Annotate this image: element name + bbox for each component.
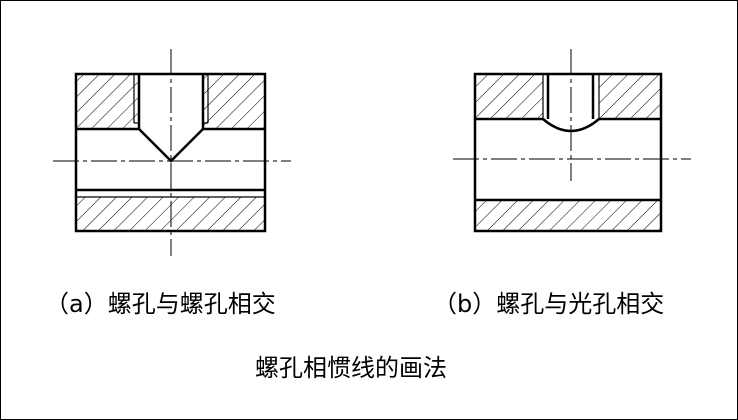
b-hatch-top-right bbox=[599, 74, 661, 119]
b-hatch-bottom bbox=[475, 200, 661, 231]
drawing-title: 螺孔相惯线的画法 bbox=[255, 354, 447, 382]
caption-figure-b: （b）螺孔与光孔相交 bbox=[433, 290, 665, 318]
figure-b-threaded-hole-intersect-plain-hole bbox=[453, 49, 691, 233]
caption-figure-a: （a）螺孔与螺孔相交 bbox=[45, 290, 276, 318]
a-hatch-top-left bbox=[76, 74, 139, 129]
b-body-outline bbox=[473, 72, 663, 233]
b-hatch-top-left bbox=[475, 74, 543, 119]
figure-a-threaded-hole-intersect-threaded-hole bbox=[53, 49, 291, 256]
a-hatch-top-right bbox=[203, 74, 265, 129]
